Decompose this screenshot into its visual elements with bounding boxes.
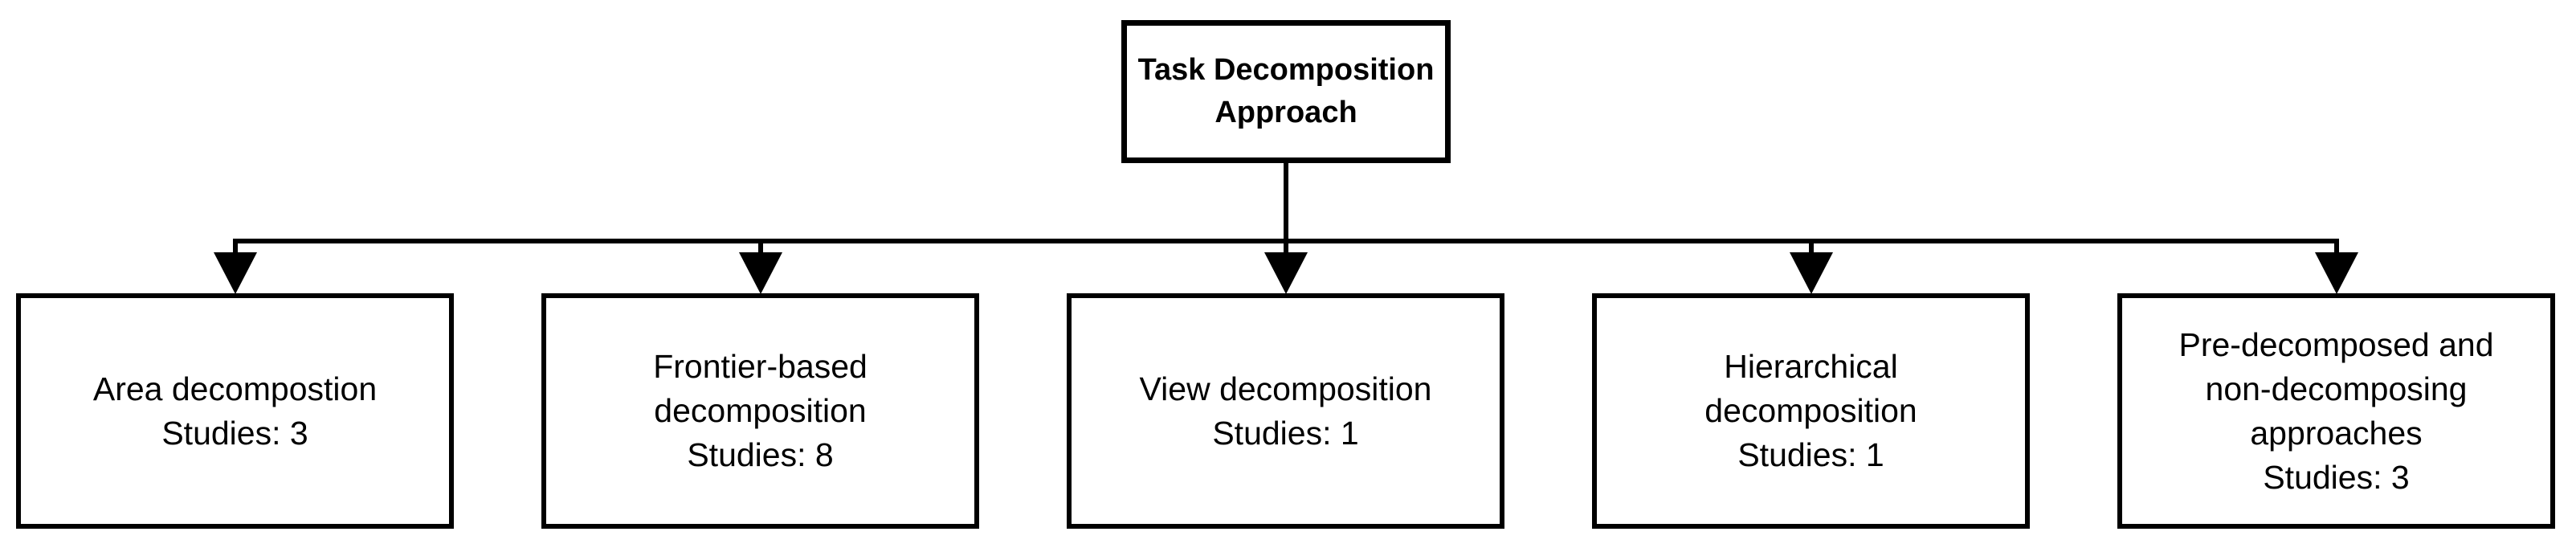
- category-node-studies: Studies: 3: [2263, 458, 2410, 496]
- category-node-label: View decomposition: [1139, 370, 1432, 407]
- arrow-down-icon: [214, 252, 257, 294]
- connector-trunk-line: [1284, 159, 1288, 243]
- category-node-frontier-based-decomposition: Frontier-based decomposition Studies: 8: [541, 293, 979, 529]
- category-node-label: Hierarchical decomposition: [1704, 348, 1917, 429]
- arrow-down-icon: [2315, 252, 2358, 294]
- category-node-label: Area decompostion: [92, 370, 378, 407]
- category-node-view-decomposition: View decomposition Studies: 1: [1067, 293, 1504, 529]
- connector-stub: [1284, 239, 1288, 256]
- connector-stub: [1809, 239, 1814, 256]
- category-node-studies: Studies: 1: [1737, 436, 1884, 473]
- connector-stub: [233, 239, 238, 256]
- category-node-studies: Studies: 8: [687, 436, 834, 473]
- category-node-area-decomposition: Area decompostion Studies: 3: [16, 293, 454, 529]
- category-node-hierarchical-decomposition: Hierarchical decomposition Studies: 1: [1592, 293, 2030, 529]
- category-node-pre-decomposed-non-decomposing: Pre-decomposed and non-decomposing appro…: [2117, 293, 2555, 529]
- arrow-down-icon: [739, 252, 782, 294]
- arrow-down-icon: [1790, 252, 1833, 294]
- root-node-task-decomposition: Task Decomposition Approach: [1121, 20, 1451, 163]
- arrow-down-icon: [1264, 252, 1308, 294]
- root-node-label: Task Decomposition Approach: [1137, 53, 1435, 129]
- category-node-studies: Studies: 3: [161, 414, 308, 452]
- category-node-label: Frontier-based decomposition: [653, 348, 868, 429]
- connector-stub: [758, 239, 763, 256]
- category-node-studies: Studies: 1: [1212, 414, 1359, 452]
- category-node-label: Pre-decomposed and non-decomposing appro…: [2178, 325, 2494, 452]
- connector-stub: [2334, 239, 2339, 256]
